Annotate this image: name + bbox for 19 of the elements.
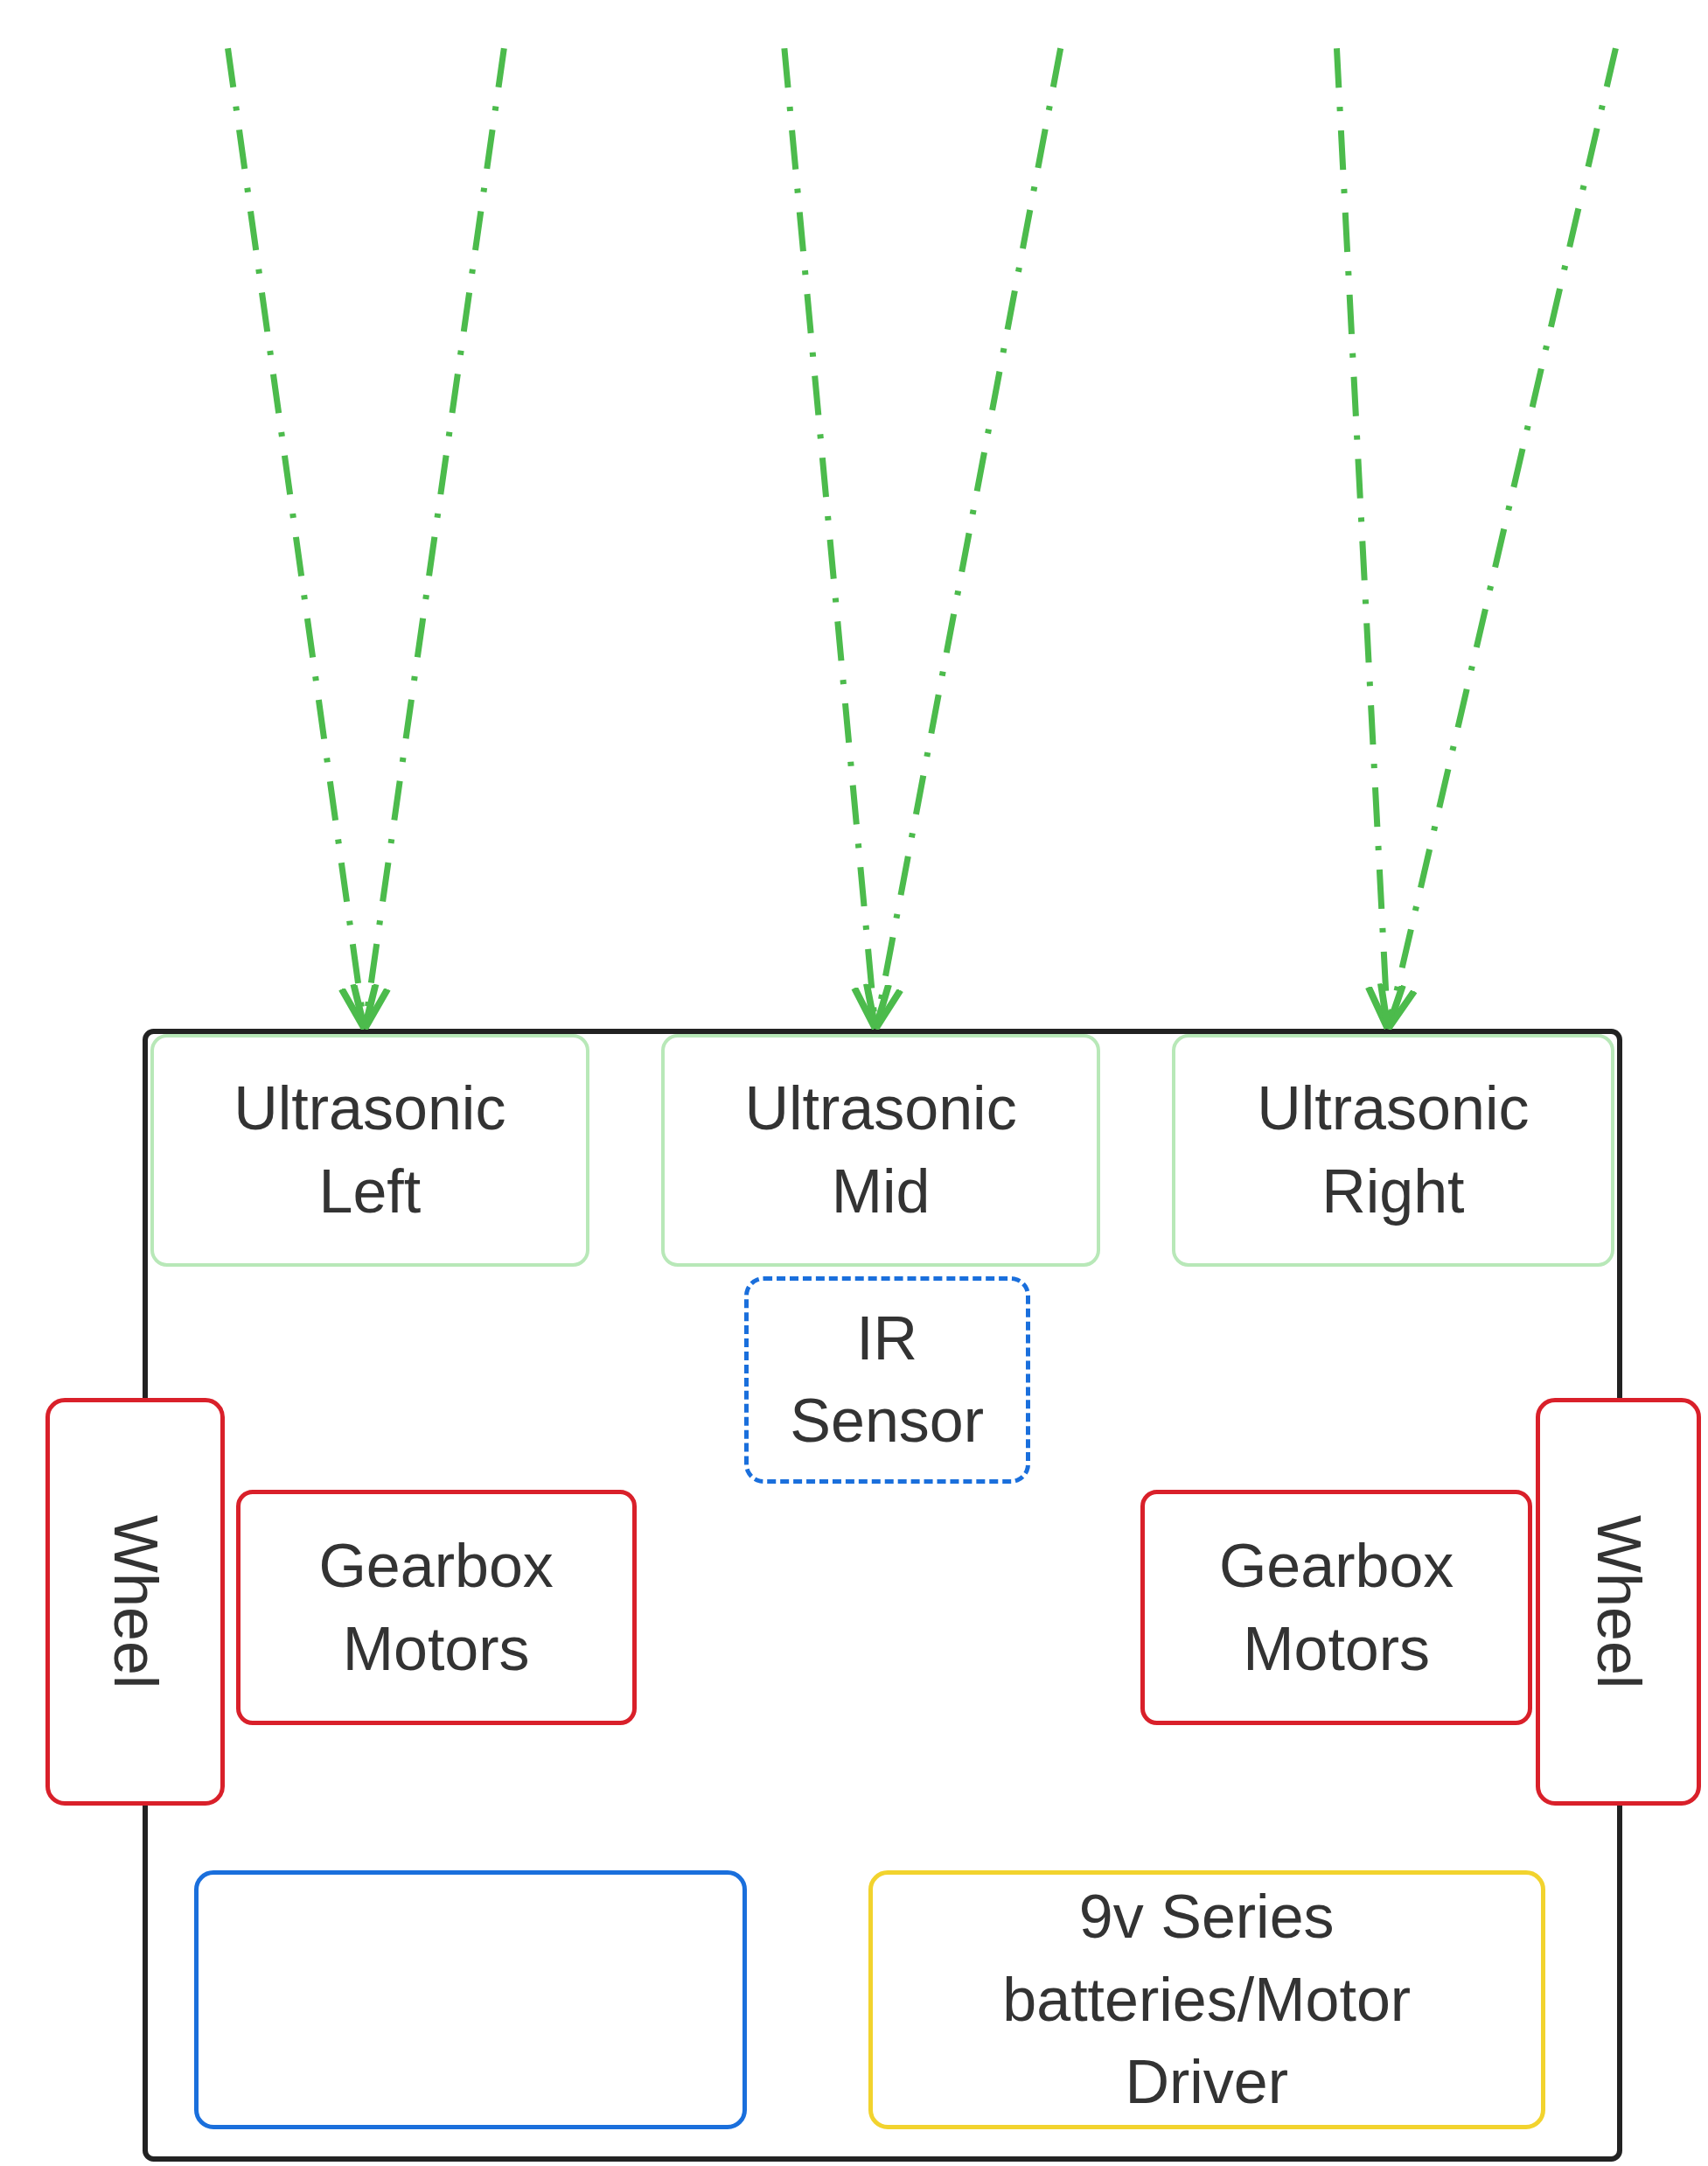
wheel-box: [1535, 1397, 1702, 1806]
node-label: Ultrasonic Right: [1256, 1073, 1530, 1227]
node-label: Wheel: [100, 1514, 171, 1689]
node-label: Wheel: [1583, 1514, 1654, 1689]
node-label: Gearbox Motors: [317, 1531, 554, 1685]
motor-box: [235, 1490, 637, 1725]
sensor-box: [743, 1275, 1030, 1484]
node-label: IR Sensor: [790, 1303, 985, 1457]
node-label: 9v Series batteries/Motor Driver: [1001, 1882, 1412, 2119]
battery-box: [868, 1869, 1545, 2130]
sensor-box: [150, 1034, 589, 1267]
node-label: Ultrasonic Mid: [743, 1073, 1018, 1227]
motor-box: [1140, 1490, 1533, 1725]
node-label: Gearbox Motors: [1217, 1531, 1455, 1685]
controller-box: [194, 1869, 747, 2130]
wheel-box: [45, 1397, 226, 1806]
sensor-box: [1172, 1034, 1614, 1267]
sensor-box: [661, 1034, 1101, 1267]
node-label: Ultrasonic Left: [233, 1073, 507, 1227]
